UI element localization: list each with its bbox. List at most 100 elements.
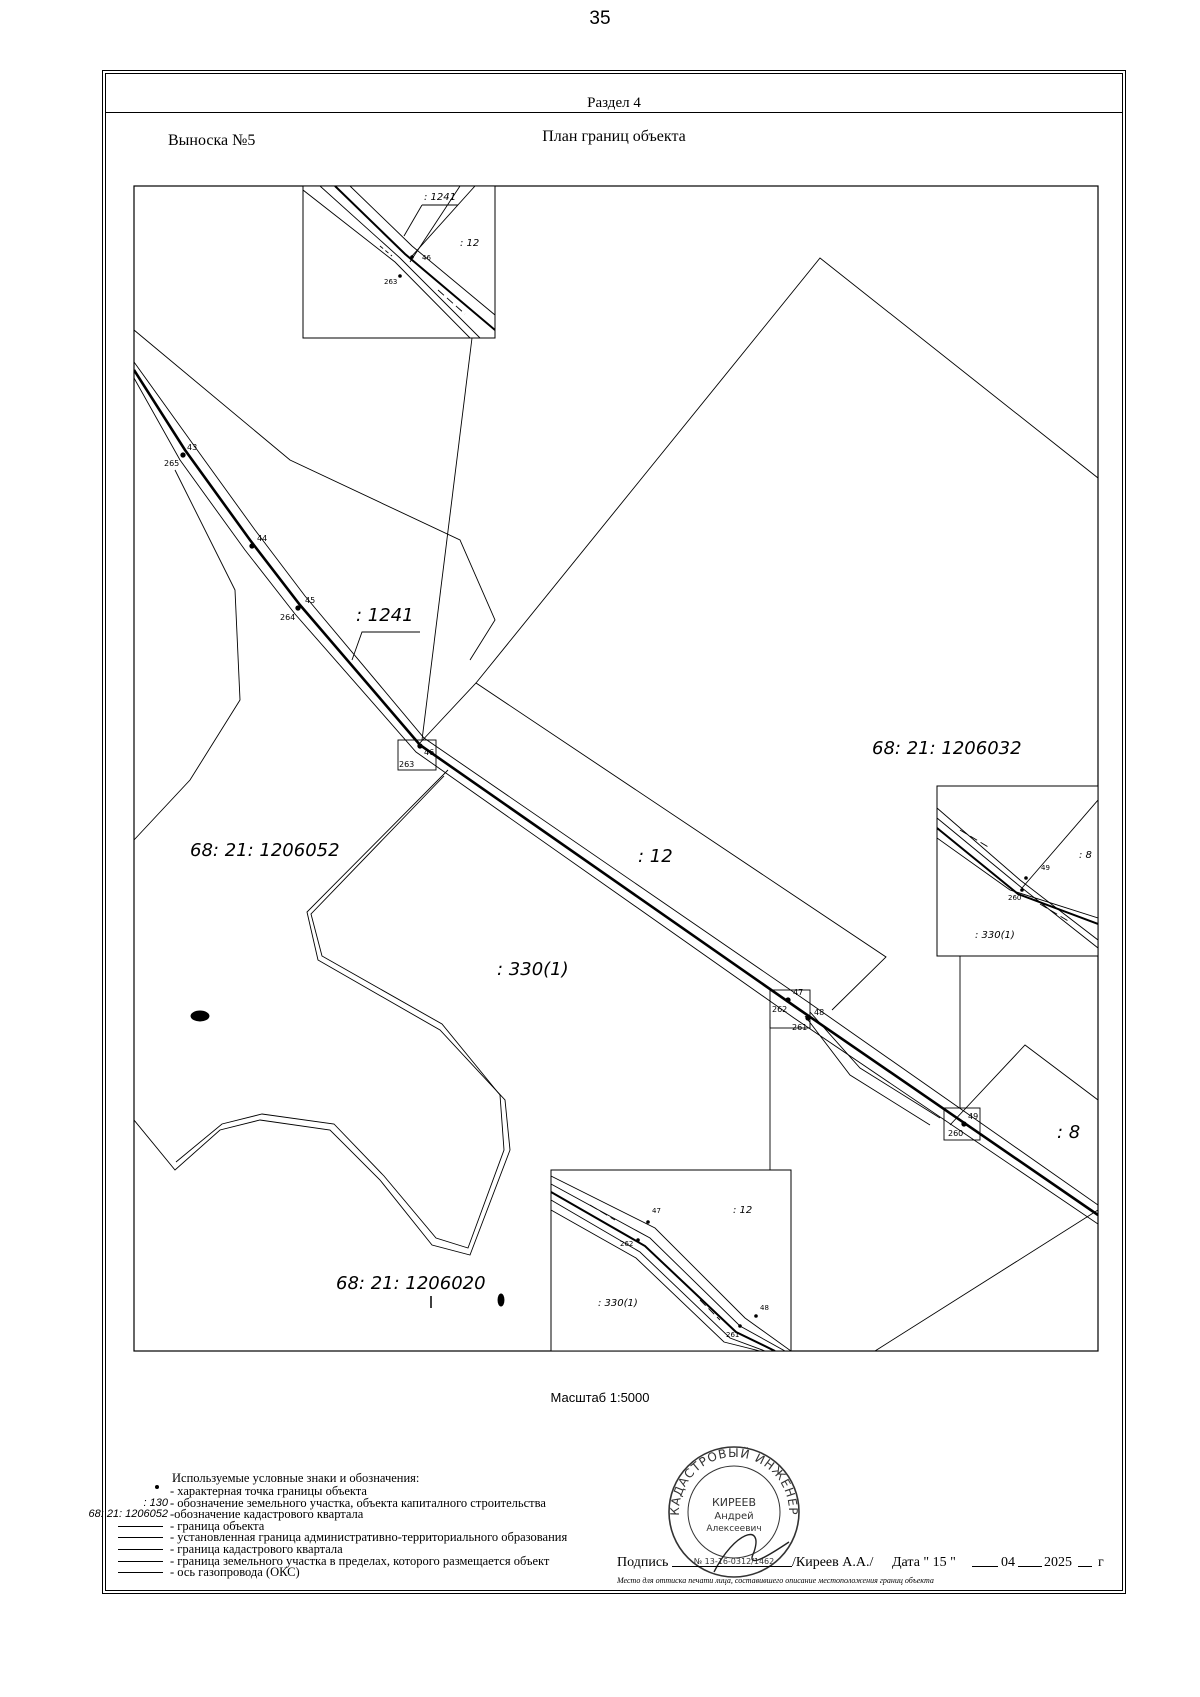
inset-top-point-46: 46 <box>422 254 431 262</box>
parcel-1241-boundary <box>134 329 496 661</box>
object-boundary-branch-2 <box>809 1011 941 1119</box>
inner-frame <box>105 73 1123 1591</box>
point-labels: 43 265 44 45 264 46 263 47 262 48 261 49… <box>164 443 978 1138</box>
signature-line <box>672 1566 792 1567</box>
object-boundary-north <box>134 361 1098 1206</box>
object-boundary-south <box>134 377 1098 1225</box>
signature-label: Подпись <box>617 1555 669 1570</box>
inset-bottom-label-12: : 12 <box>733 1205 752 1216</box>
section-title: Раздел 4 <box>587 95 641 111</box>
inset-bottom-label-330: : 330(1) <box>598 1298 638 1309</box>
legend-item: - граница кадастрового квартала <box>170 1542 343 1556</box>
label-point-264: 264 <box>280 613 295 622</box>
date-blank-2 <box>1018 1566 1042 1567</box>
label-parcel-8: : 8 <box>1057 1122 1080 1143</box>
outer-frame <box>102 70 1126 1594</box>
legend-line-icon <box>118 1549 163 1550</box>
label-quarter-1206032: 68: 21: 1206032 <box>872 738 1022 759</box>
parcel-330-inner-boundary <box>175 775 505 1249</box>
seal-line2: Андрей <box>714 1511 753 1522</box>
inset-top: : 1241 : 12 46 263 <box>302 185 496 339</box>
inset-right-label-8: : 8 <box>1079 850 1092 861</box>
inset-bottom-point-262: 262 <box>620 1240 633 1248</box>
date-blank-3 <box>1078 1566 1092 1567</box>
parcel-330-boundary <box>134 769 511 1256</box>
legend-item: - характерная точка границы объекта <box>170 1484 367 1498</box>
label-point-44: 44 <box>257 534 267 543</box>
callout-marker-2 <box>769 989 811 1029</box>
legend-line-icon <box>118 1525 163 1527</box>
map-geometry <box>134 257 1098 1351</box>
label-point-263: 263 <box>399 760 414 769</box>
inset-top-point-263: 263 <box>384 278 397 286</box>
point-47 <box>785 997 791 1003</box>
date-month: 04 <box>1001 1555 1015 1570</box>
parcel-8-lower-boundary <box>874 1209 1098 1351</box>
callout-marker-3 <box>943 1107 981 1141</box>
legend-title: Используемые условные знаки и обозначени… <box>172 1471 420 1485</box>
page-number: 35 <box>589 8 611 29</box>
inset-right: : 8 : 330(1) 49 260 <box>936 785 1099 957</box>
label-point-265: 265 <box>164 459 179 468</box>
inset-bottom-point-48: 48 <box>760 1304 769 1312</box>
point-46 <box>417 743 423 749</box>
date-year-suffix: г <box>1098 1555 1104 1570</box>
engineer-seal: КАДАСТРОВЫЙ ИНЖЕНЕР КИРЕЕВ Андрей Алексе… <box>668 1445 800 1578</box>
legend-symbol: 68: 21: 1206052 <box>88 1508 168 1521</box>
inset-right-label-330: : 330(1) <box>975 930 1015 941</box>
label-point-49: 49 <box>968 1112 978 1121</box>
label-parcel-1241: : 1241 <box>356 605 414 626</box>
legend-item: - установленная граница административно-… <box>170 1530 568 1545</box>
label-quarter-1206020: 68: 21: 1206020 <box>336 1273 486 1294</box>
seal-line3: Алексеевич <box>706 1524 761 1534</box>
seal-place-note: Место для оттиска печати лица, составивш… <box>617 1576 934 1585</box>
map-blob-2 <box>497 1293 505 1307</box>
inset-top-label-12: : 12 <box>460 238 479 249</box>
label-point-46: 46 <box>424 748 434 757</box>
inset-bottom: : 12 : 330(1) 47 262 48 261 <box>550 1169 792 1352</box>
gas-pipeline-axis <box>134 369 1098 1217</box>
callout-marker-1 <box>397 739 437 771</box>
object-boundary-branch <box>804 1015 931 1126</box>
inset-top-label-1241: : 1241 <box>424 192 456 203</box>
point-43 <box>180 452 186 458</box>
parcel-1206032-boundary <box>475 257 1098 684</box>
point-49 <box>961 1121 967 1127</box>
legend-item: - граница земельного участка в пределах,… <box>170 1553 550 1568</box>
signature-scribble <box>713 1533 790 1573</box>
plan-title: План границ объекта <box>542 128 686 145</box>
seal-number: № 13-16-0312/1462 <box>694 1557 774 1566</box>
label-point-45: 45 <box>305 596 315 605</box>
callout-title: Выноска №5 <box>168 132 256 149</box>
label-point-262: 262 <box>772 1005 787 1014</box>
point-45 <box>295 605 301 611</box>
inset-top-leader <box>421 337 473 741</box>
inset-right-point-49: 49 <box>1041 864 1050 872</box>
legend-line-icon <box>118 1537 163 1539</box>
signature-name: /Киреев А.А./ <box>792 1555 874 1570</box>
label-leader-1241 <box>351 631 420 661</box>
legend-point-icon <box>155 1485 159 1489</box>
parcel-12-boundary <box>417 682 887 1011</box>
legend-item: - ось газопровода (ОКС) <box>170 1565 300 1580</box>
legend-item: -обозначение кадастрового квартала <box>170 1507 364 1522</box>
legend-line-icon <box>118 1572 163 1574</box>
label-parcel-330: : 330(1) <box>497 959 569 980</box>
legend-item: - обозначение земельного участка, объект… <box>170 1495 546 1510</box>
label-point-43: 43 <box>187 443 197 452</box>
label-parcel-12: : 12 <box>638 846 673 867</box>
label-point-261: 261 <box>792 1023 807 1032</box>
map-scale: Масштаб 1:5000 <box>550 1390 650 1405</box>
legend-line-icon <box>118 1560 163 1562</box>
label-quarter-1206052: 68: 21: 1206052 <box>190 840 340 861</box>
point-44 <box>249 543 255 549</box>
label-point-48: 48 <box>814 1008 824 1017</box>
map-blob-1 <box>190 1010 210 1022</box>
point-48 <box>805 1015 811 1021</box>
legend-symbol: : 130 <box>143 1496 168 1509</box>
label-point-47: 47 <box>793 988 803 997</box>
legend-item: - граница объекта <box>170 1518 265 1533</box>
map-labels: 68: 21: 1206032 68: 21: 1206052 68: 21: … <box>190 605 1080 1294</box>
label-point-260: 260 <box>948 1129 963 1138</box>
